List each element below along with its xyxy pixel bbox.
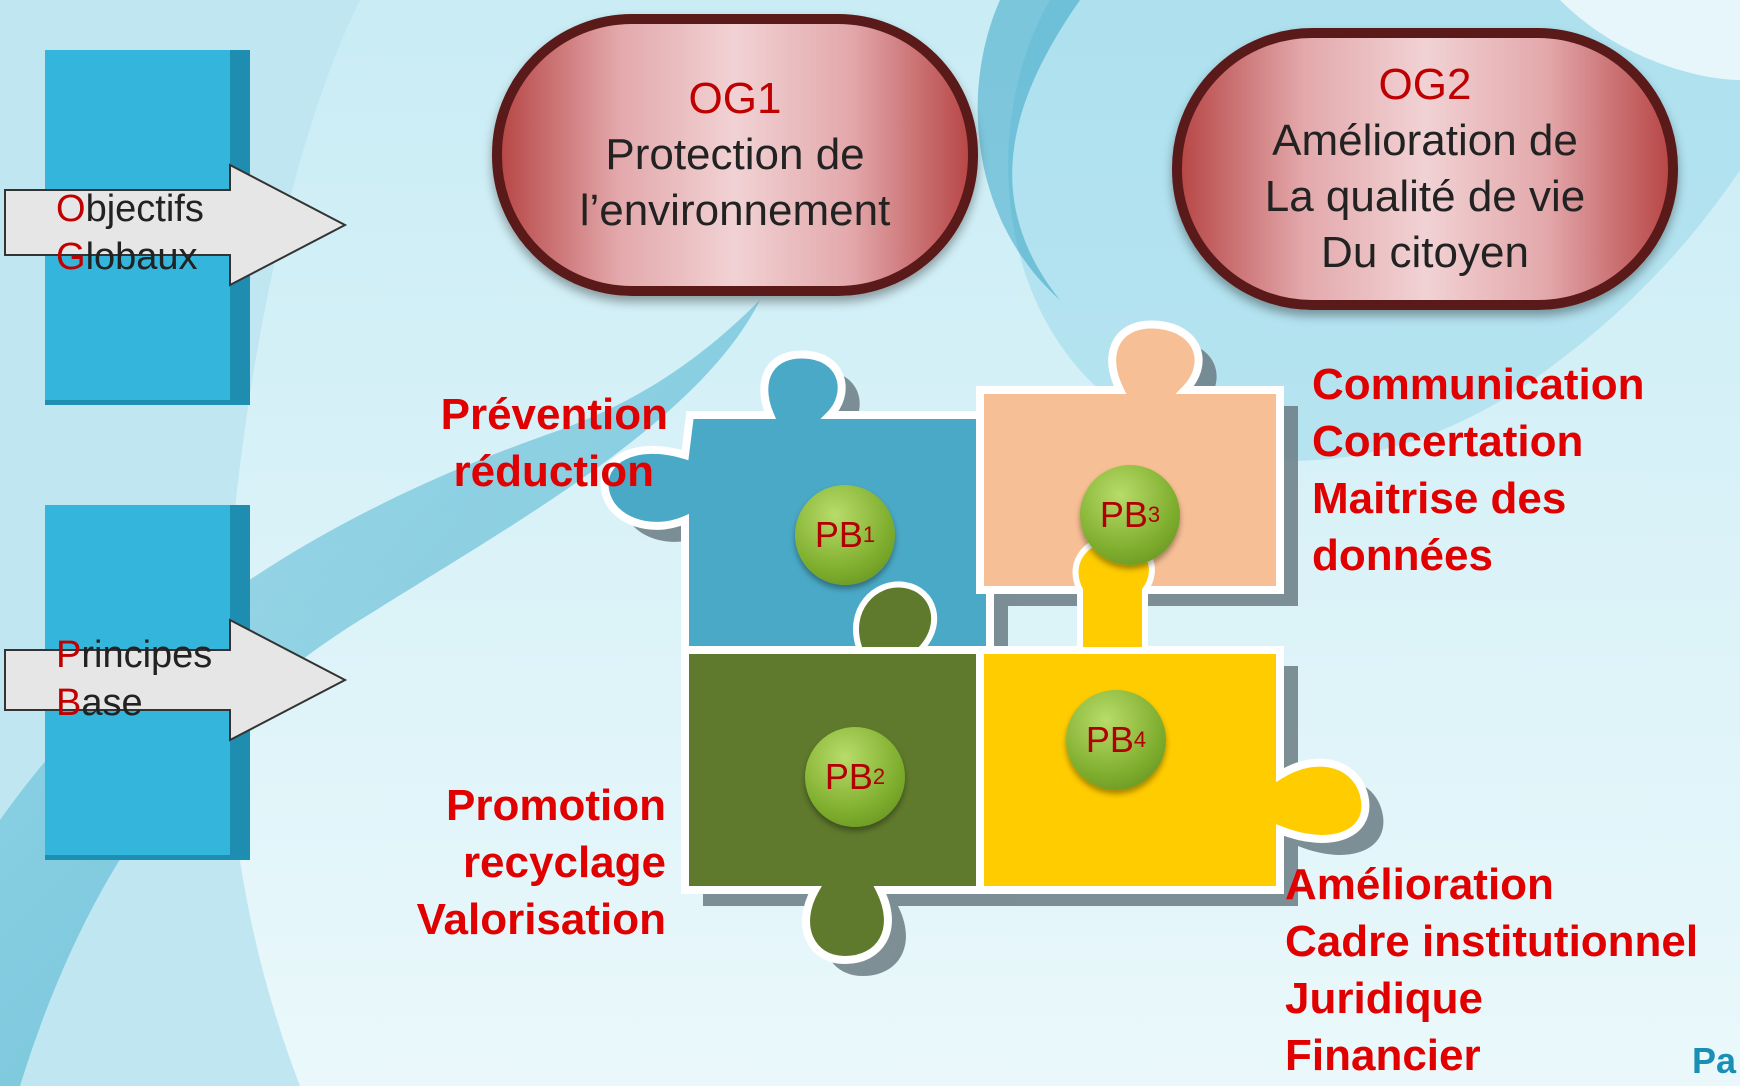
kw-pb2-line-2: recyclage bbox=[462, 838, 666, 887]
badge-pb3-sub: 3 bbox=[1147, 502, 1161, 527]
kw-pb4-line-2: Cadre institutionnel bbox=[1285, 917, 1699, 966]
og1-line-2: l’environnement bbox=[579, 186, 891, 235]
base-rest: ase bbox=[81, 682, 143, 724]
og2-line-1: Amélioration de bbox=[1272, 116, 1578, 165]
objectifs-globaux-label: Objectifs Globaux bbox=[56, 185, 204, 281]
badge-pb4-base: PB bbox=[1085, 719, 1134, 760]
base-initial: B bbox=[56, 682, 82, 724]
kw-pb2-line-3: Valorisation bbox=[416, 895, 666, 944]
badge-pb2-base: PB bbox=[824, 756, 873, 797]
kw-pb4-line-1: Amélioration bbox=[1285, 860, 1554, 909]
kw-pb2-line-1: Promotion bbox=[446, 781, 666, 830]
kw-pb1-line-2: réduction bbox=[453, 447, 654, 496]
globaux-rest: lobaux bbox=[85, 236, 198, 278]
keywords-pb3: Communication Concertation Maitrise des … bbox=[1312, 356, 1644, 584]
badge-pb1-base: PB bbox=[814, 514, 863, 555]
og2-line-3: Du citoyen bbox=[1321, 228, 1529, 277]
og2-code: OG2 bbox=[1378, 60, 1472, 109]
kw-pb3-line-4: données bbox=[1312, 531, 1493, 580]
og2-line-2: La qualité de vie bbox=[1264, 172, 1586, 221]
badge-pb3-base: PB bbox=[1099, 494, 1148, 535]
corner-text: Pa bbox=[1692, 1040, 1737, 1081]
principes-base-label: Principes Base bbox=[56, 631, 212, 727]
og1-line-1: Protection de bbox=[605, 130, 865, 179]
kw-pb3-line-3: Maitrise des bbox=[1312, 474, 1567, 523]
keywords-pb2: Promotion recyclage Valorisation bbox=[370, 777, 666, 948]
objective-og1: OG1 Protection de l’environnement bbox=[492, 14, 978, 296]
kw-pb4-line-4: Financier bbox=[1285, 1031, 1481, 1080]
badge-pb1-sub: 1 bbox=[862, 522, 876, 547]
objectifs-arrow-shape bbox=[4, 50, 348, 405]
principes-arrow-shape bbox=[4, 505, 348, 860]
puzzle-piece-pb4 bbox=[976, 646, 1370, 894]
kw-pb3-line-1: Communication bbox=[1312, 360, 1645, 409]
puzzle-piece-pb3 bbox=[976, 320, 1284, 594]
og1-code: OG1 bbox=[688, 74, 782, 123]
objectifs-globaux-box: Objectifs Globaux bbox=[0, 50, 348, 410]
badge-pb2-sub: 2 bbox=[872, 764, 886, 789]
keywords-pb1: Prévention réduction bbox=[400, 386, 668, 500]
principes-rest: rincipes bbox=[81, 634, 213, 676]
principes-base-box: Principes Base bbox=[0, 505, 348, 865]
objectifs-rest: bjectifs bbox=[85, 188, 204, 230]
kw-pb1-line-1: Prévention bbox=[440, 390, 668, 439]
principes-initial: P bbox=[56, 634, 82, 676]
keywords-pb4: Amélioration Cadre institutionnel Juridi… bbox=[1285, 856, 1698, 1084]
badge-pb4-sub: 4 bbox=[1133, 727, 1147, 752]
objective-og2: OG2 Amélioration de La qualité de vie Du… bbox=[1172, 28, 1678, 310]
objectifs-initial: O bbox=[56, 188, 86, 230]
kw-pb3-line-2: Concertation bbox=[1312, 417, 1584, 466]
globaux-initial: G bbox=[56, 236, 86, 278]
kw-pb4-line-3: Juridique bbox=[1285, 974, 1484, 1023]
